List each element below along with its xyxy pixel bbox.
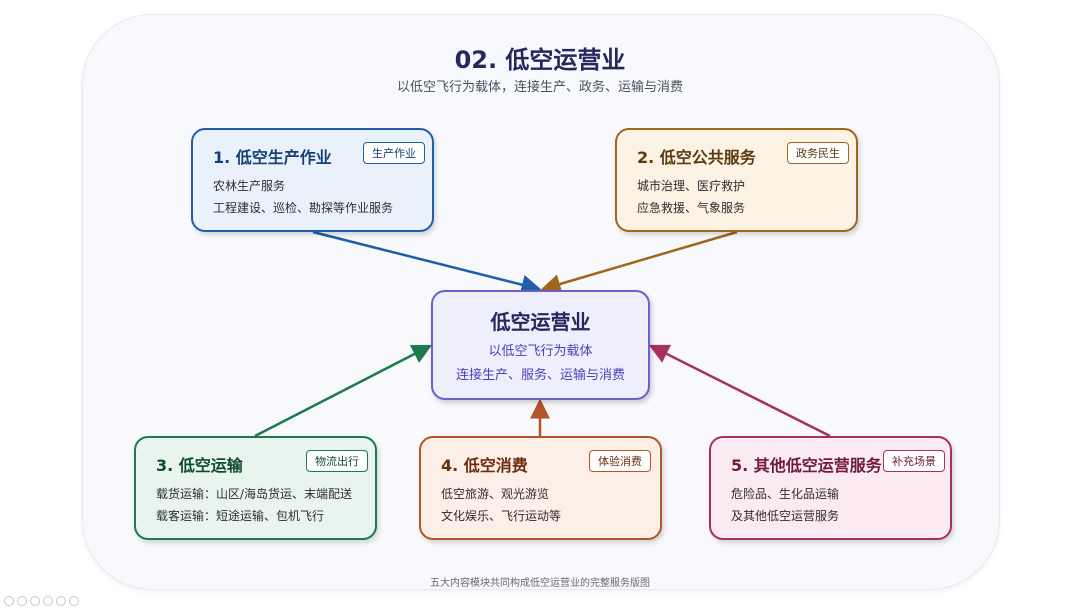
next-icon[interactable] <box>17 596 27 606</box>
arrow-card3-to-center <box>254 344 433 438</box>
card-line: 文化娱乐、飞行运动等 <box>441 509 562 523</box>
card-title: 4. 低空消费 <box>441 456 528 475</box>
diagram-caption: 五大内容模块共同构成低空运营业的完整服务版图 <box>430 578 650 589</box>
card-other-services: 5. 其他低空运营服务 补充场景 危险品、生化品运输 及其他低空运营服务 <box>709 436 952 540</box>
viewer-toolbar <box>4 591 82 610</box>
card-tag: 物流出行 <box>306 450 368 472</box>
card-line: 低空旅游、观光游览 <box>441 487 550 501</box>
card-public-service: 2. 低空公共服务 政务民生 城市治理、医疗救护 应急救援、气象服务 <box>615 128 858 232</box>
card-line: 载货运输：山区/海岛货运、末端配送 <box>156 487 353 501</box>
card-tag: 补充场景 <box>883 450 945 472</box>
card-title: 3. 低空运输 <box>156 456 243 475</box>
page-title: 02. 低空运营业 <box>454 46 626 74</box>
center-line: 连接生产、服务、运输与消费 <box>455 368 625 383</box>
arrow-card1-to-center <box>312 230 542 295</box>
card-line: 危险品、生化品运输 <box>731 487 840 501</box>
card-line: 应急救援、气象服务 <box>637 201 746 215</box>
arrow-card5-to-center <box>648 344 831 438</box>
card-tag: 生产作业 <box>363 142 425 164</box>
center-line: 以低空飞行为载体 <box>488 344 593 359</box>
page-subtitle: 以低空飞行为载体，连接生产、政务、运输与消费 <box>396 80 683 95</box>
pen-icon[interactable] <box>30 596 40 606</box>
card-line: 农林生产服务 <box>213 179 286 193</box>
arrow-card2-to-center <box>540 230 738 294</box>
card-tag: 政务民生 <box>787 142 849 164</box>
more-icon[interactable] <box>69 596 79 606</box>
card-production: 1. 低空生产作业 生产作业 农林生产服务 工程建设、巡检、勘探等作业服务 <box>191 128 434 232</box>
card-title: 2. 低空公共服务 <box>637 148 756 167</box>
zoom-icon[interactable] <box>56 596 66 606</box>
grid-icon[interactable] <box>43 596 53 606</box>
card-line: 载客运输：短途运输、包机飞行 <box>156 509 325 523</box>
card-line: 工程建设、巡检、勘探等作业服务 <box>213 201 394 215</box>
card-title: 1. 低空生产作业 <box>213 148 332 167</box>
card-line: 及其他低空运营服务 <box>731 509 840 523</box>
card-line: 城市治理、医疗救护 <box>637 179 746 193</box>
center-title: 低空运营业 <box>490 310 591 334</box>
card-tag: 体验消费 <box>589 450 651 472</box>
center-node: 低空运营业 以低空飞行为载体 连接生产、服务、运输与消费 <box>431 290 650 400</box>
card-transport: 3. 低空运输 物流出行 载货运输：山区/海岛货运、末端配送 载客运输：短途运输… <box>134 436 377 540</box>
card-consumption: 4. 低空消费 体验消费 低空旅游、观光游览 文化娱乐、飞行运动等 <box>419 436 662 540</box>
prev-icon[interactable] <box>4 596 14 606</box>
card-title: 5. 其他低空运营服务 <box>731 456 882 475</box>
